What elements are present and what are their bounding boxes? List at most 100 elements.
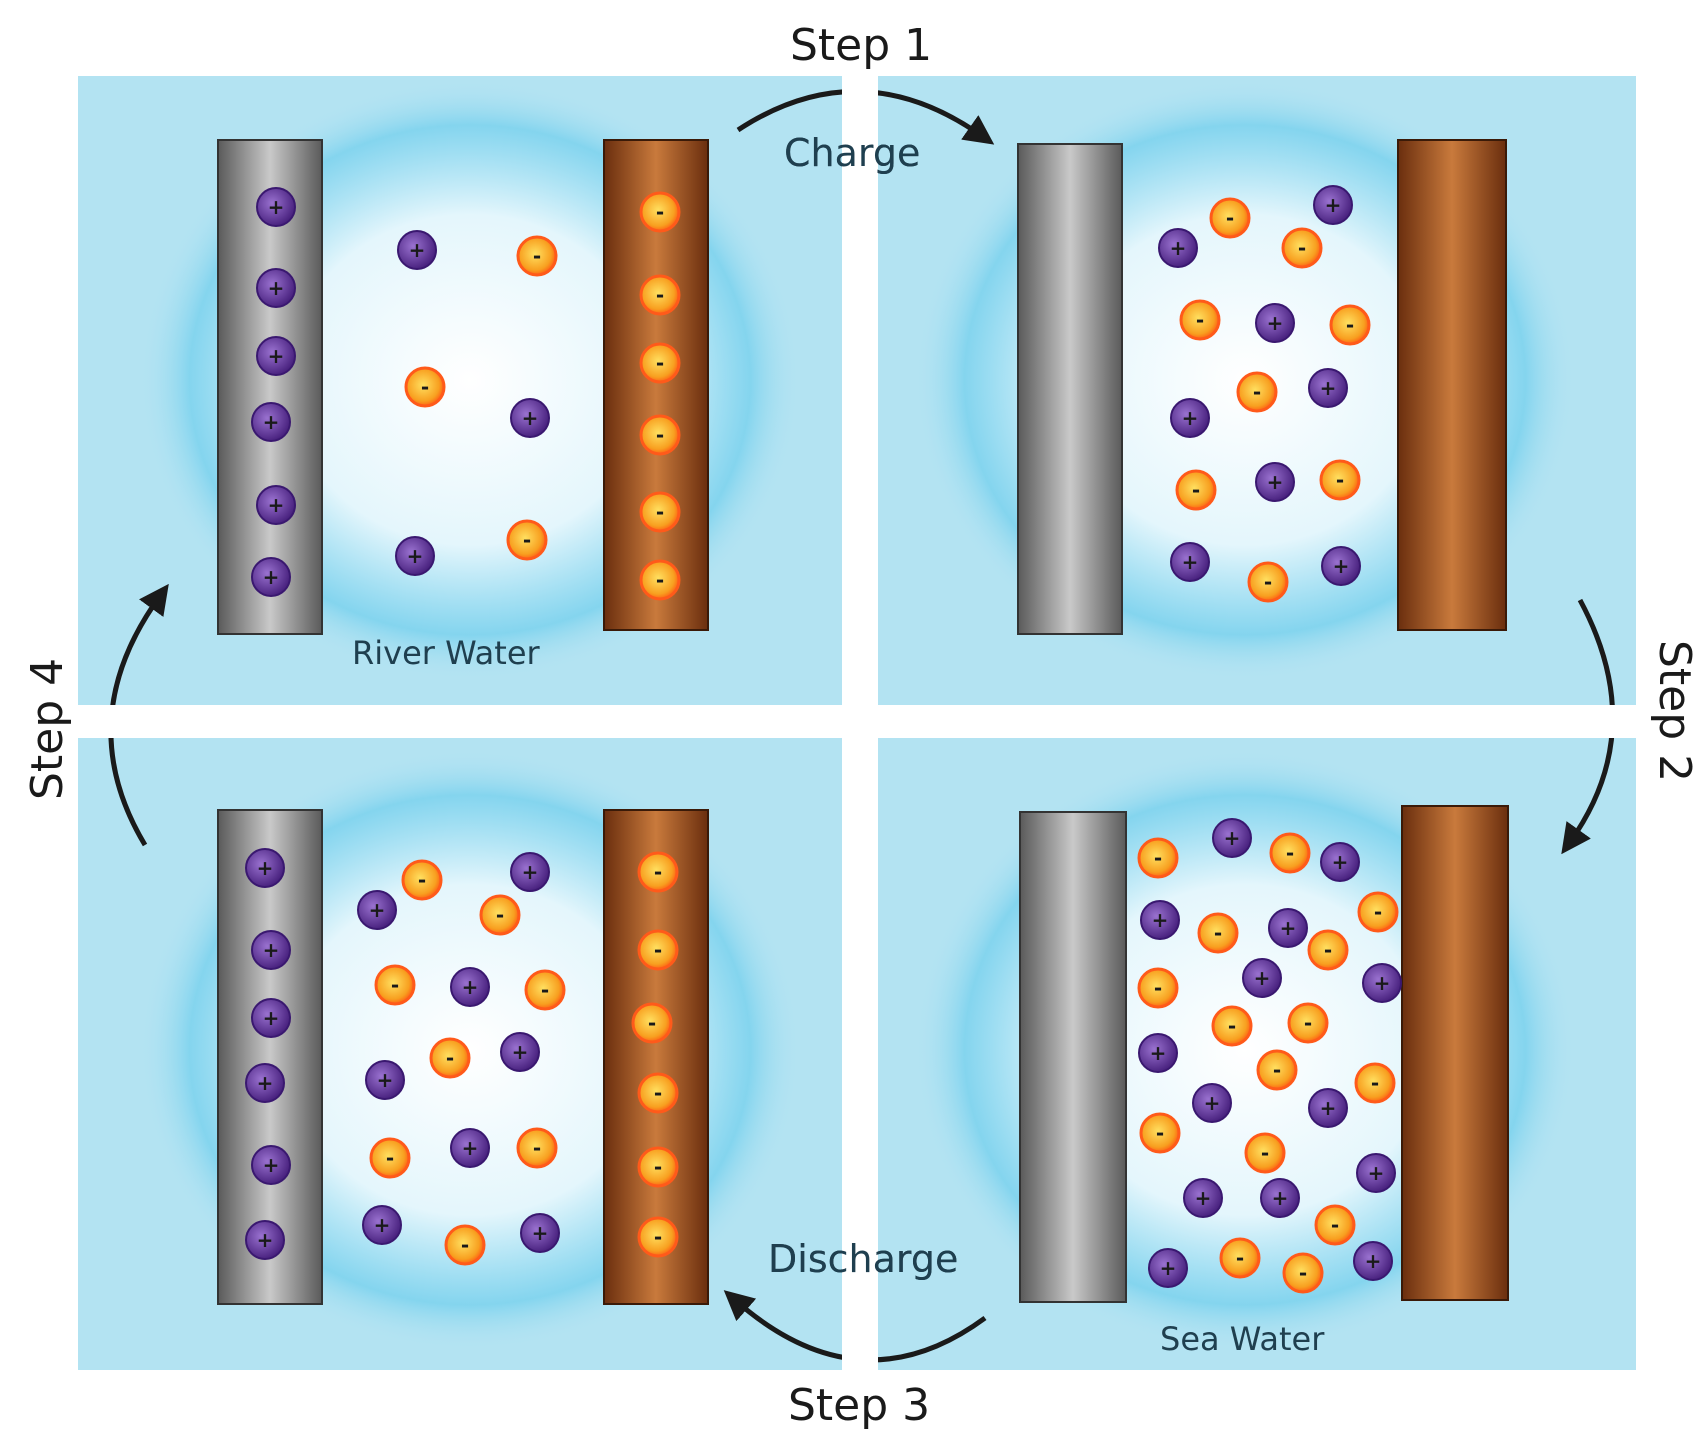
positive-ion: + [256, 187, 296, 227]
positive-ion-sign: + [522, 406, 539, 430]
positive-ion-sign: + [369, 898, 386, 922]
positive-ion-sign: + [1368, 1161, 1385, 1185]
positive-ion: + [1308, 368, 1348, 408]
positive-ion: + [1320, 842, 1360, 882]
negative-ion-sign: - [656, 568, 664, 592]
positive-ion-sign: + [1267, 470, 1284, 494]
negative-ion-sign: - [1236, 1246, 1244, 1270]
discharge-label-overlay: Discharge [768, 1237, 958, 1281]
positive-ion-sign: + [268, 344, 285, 368]
negative-ion: - [1139, 1112, 1181, 1154]
negative-ion-sign: - [1156, 1121, 1164, 1145]
negative-ion-sign: - [541, 978, 549, 1002]
negative-ion: - [639, 342, 681, 384]
positive-ion: + [1212, 818, 1252, 858]
negative-ion-sign: - [1264, 570, 1272, 594]
negative-ion-sign: - [656, 283, 664, 307]
negative-ion-sign: - [1154, 976, 1162, 1000]
positive-ion-sign: + [1280, 916, 1297, 940]
positive-ion: + [500, 1032, 540, 1072]
positive-ion: + [1308, 1088, 1348, 1128]
negative-ion-sign: - [446, 1046, 454, 1070]
positive-ion: + [1255, 303, 1295, 343]
negative-ion: - [1175, 469, 1217, 511]
ions-layer: + + + + + + - - - - - - + - - + + - - + + - - + - - + + - + - + - + + + + + + +… [245, 185, 1402, 1294]
negative-ion: - [639, 414, 681, 456]
negative-ion: - [524, 969, 566, 1011]
negative-ion-sign: - [1253, 380, 1261, 404]
positive-ion-sign: + [263, 565, 280, 589]
positive-ion: + [1140, 900, 1180, 940]
positive-ion: + [251, 402, 291, 442]
negative-ion: - [1179, 299, 1221, 341]
negative-ion-sign: - [386, 1146, 394, 1170]
negative-ion-sign: - [1226, 206, 1234, 230]
positive-ion-sign: + [462, 975, 479, 999]
negative-ion-sign: - [418, 868, 426, 892]
negative-ion-sign: - [1196, 308, 1204, 332]
negative-ion-sign: - [654, 1155, 662, 1179]
positive-ion: + [1321, 546, 1361, 586]
negative-ion-sign: - [1299, 1261, 1307, 1285]
positive-ion: + [1138, 1033, 1178, 1073]
positive-ion-sign: + [1182, 406, 1199, 430]
negative-ion-sign: - [1228, 1014, 1236, 1038]
positive-ion: + [1353, 1241, 1393, 1281]
negative-ion-sign: - [656, 500, 664, 524]
positive-ion: + [510, 852, 550, 892]
negative-ion: - [374, 964, 416, 1006]
step4-label: Step 4 [22, 658, 73, 800]
negative-ion: - [429, 1037, 471, 1079]
negative-ion: - [404, 366, 446, 408]
negative-ion-sign: - [1346, 313, 1354, 337]
positive-ion-sign: + [1160, 1256, 1177, 1280]
positive-ion: + [510, 398, 550, 438]
negative-ion: - [1137, 837, 1179, 879]
negative-ion: - [1307, 929, 1349, 971]
positive-ion-sign: + [257, 1071, 274, 1095]
negative-ion: - [1357, 891, 1399, 933]
positive-ion: + [397, 230, 437, 270]
negative-ion-sign: - [1331, 1213, 1339, 1237]
negative-ion-sign: - [654, 938, 662, 962]
negative-ion-sign: - [533, 244, 541, 268]
negative-ion: - [444, 1224, 486, 1266]
gray-electrode-top-right [1017, 143, 1123, 635]
negative-ion: - [1314, 1204, 1356, 1246]
positive-ion: + [1260, 1178, 1300, 1218]
positive-ion: + [251, 998, 291, 1038]
negative-ion: - [1269, 832, 1311, 874]
positive-ion: + [245, 1220, 285, 1260]
positive-ion-sign: + [512, 1040, 529, 1064]
positive-ion: + [1170, 542, 1210, 582]
positive-ion-sign: + [532, 1221, 549, 1245]
positive-ion-sign: + [409, 238, 426, 262]
negative-ion-sign: - [1324, 938, 1332, 962]
negative-ion-sign: - [654, 860, 662, 884]
positive-ion: + [1148, 1248, 1188, 1288]
negative-ion-sign: - [1192, 478, 1200, 502]
positive-ion-sign: + [1182, 550, 1199, 574]
negative-ion: - [1137, 967, 1179, 1009]
negative-ion: - [1329, 304, 1371, 346]
negative-ion: - [639, 274, 681, 316]
positive-ion-sign: + [1152, 908, 1169, 932]
negative-ion-sign: - [421, 375, 429, 399]
copper-electrode-top-right [1397, 139, 1507, 631]
negative-ion: - [516, 1127, 558, 1169]
divider-horizontal [78, 705, 1636, 738]
positive-ion-sign: + [522, 860, 539, 884]
negative-ion-sign: - [1261, 1141, 1269, 1165]
positive-ion-sign: + [462, 1136, 479, 1160]
negative-ion-sign: - [391, 973, 399, 997]
negative-ion-sign: - [1371, 1071, 1379, 1095]
positive-ion: + [251, 930, 291, 970]
positive-ion-sign: + [1150, 1041, 1167, 1065]
negative-ion: - [637, 1216, 679, 1258]
positive-ion-sign: + [1374, 971, 1391, 995]
negative-ion: - [369, 1137, 411, 1179]
positive-ion: + [1192, 1083, 1232, 1123]
positive-ion: + [245, 848, 285, 888]
negative-ion: - [1211, 1005, 1253, 1047]
